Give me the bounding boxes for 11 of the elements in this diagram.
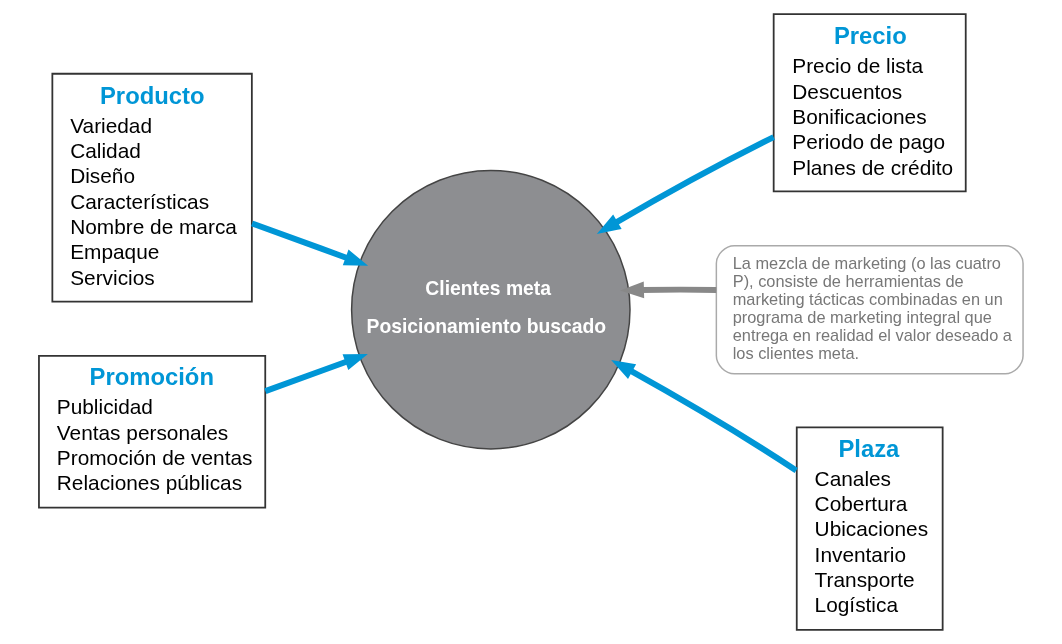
arrow: [620, 281, 717, 299]
node-box: Plaza Canales Cobertura Ubicaciones Inventario Transporte Logística: [795, 426, 944, 631]
arrow: [611, 360, 798, 473]
arrow: [251, 220, 369, 266]
node-circle: Clientes meta Posicionamiento buscado: [350, 169, 631, 450]
node-box: Precio Precio de lista Descuentos Bonificaciones Periodo de pago Planes de crédito: [772, 13, 967, 193]
arrow: [596, 134, 775, 234]
node-box: Promoción Publicidad Ventas personales Promoción de ventas Relaciones públicas: [38, 354, 267, 509]
node-box: La mezcla de marketing (o las cuatro P), consiste de herramientas de marketing tácticas combinadas en un programa de marketing integral que entrega en realidad el valor deseado a los clientes meta.: [715, 244, 1024, 375]
arrow: [264, 353, 368, 394]
node-box: Producto Variedad Calidad Diseño Características Nombre de marca Empaque Servicios: [51, 72, 253, 303]
